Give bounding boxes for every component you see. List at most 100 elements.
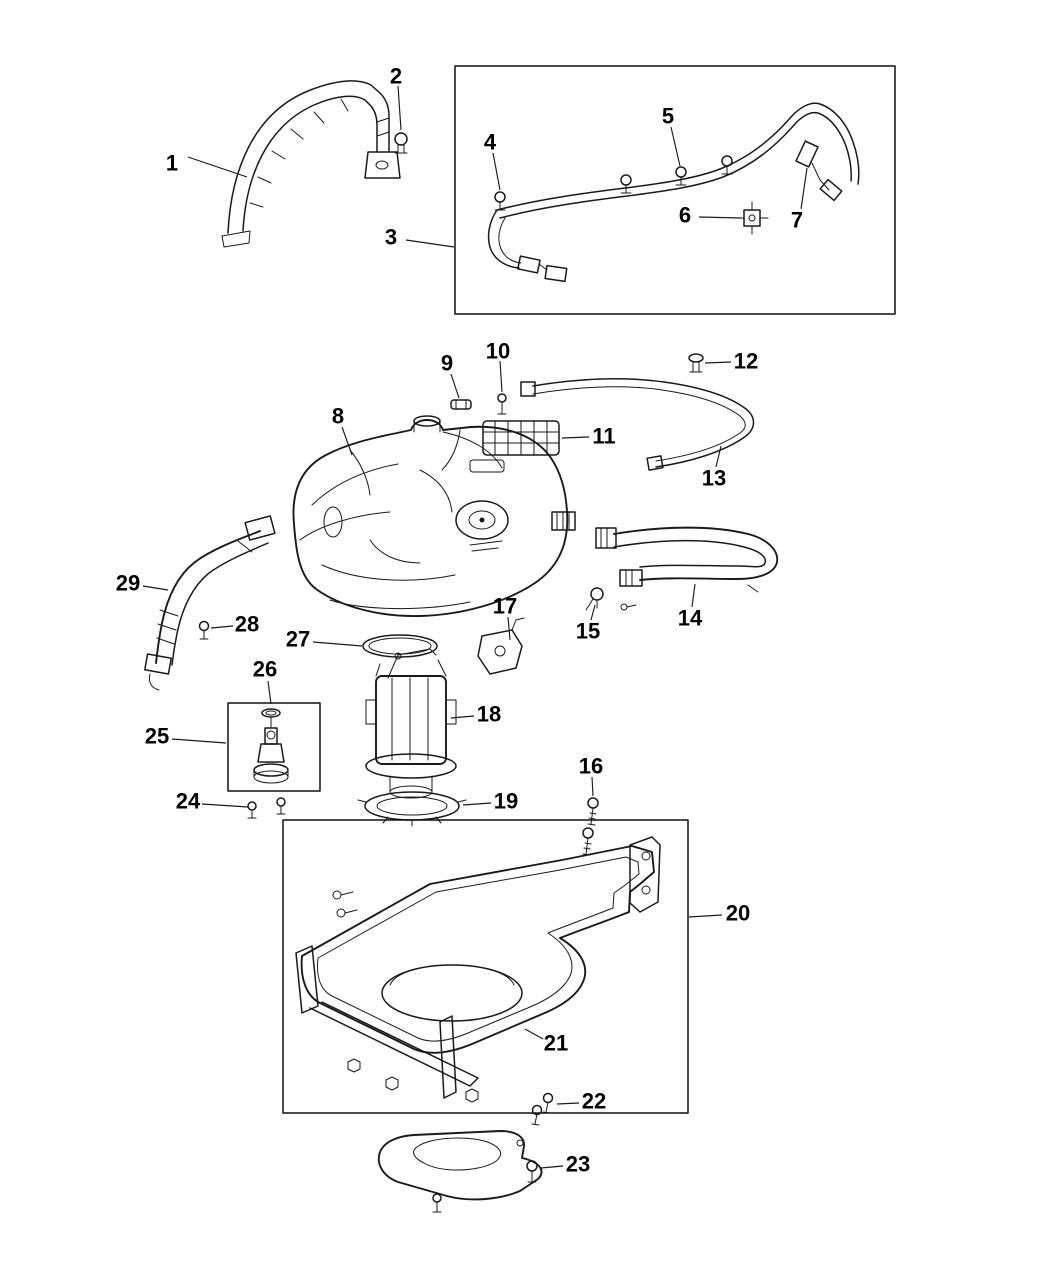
callout-number: 13 (702, 466, 726, 491)
callout-leader-line (704, 361, 732, 364)
shield-bolt-a (526, 1160, 538, 1183)
tank-outlet-fitting (551, 511, 576, 531)
callout-number: 12 (734, 349, 758, 374)
frame-bolts-drawing (582, 797, 599, 856)
filler-tube-drawing (144, 515, 276, 691)
callout-28: 28 (210, 612, 259, 637)
callout-number: 1 (166, 151, 178, 176)
callout-number: 2 (390, 64, 402, 89)
fuel-vent-lines-drawing (487, 102, 860, 283)
callout-number: 22 (582, 1089, 606, 1114)
heat-shield-drawing (377, 1130, 543, 1213)
callout-number: 26 (253, 657, 277, 682)
callout-18: 18 (450, 702, 501, 727)
callout-leader-line (492, 152, 501, 191)
callout-5: 5 (662, 104, 681, 167)
callout-16: 16 (579, 754, 603, 797)
callout-number: 11 (592, 424, 615, 449)
hose-end-b (619, 569, 643, 587)
line-clip-a (620, 174, 632, 194)
fuel-line-13-drawing (520, 378, 755, 471)
callout-number: 15 (576, 619, 600, 644)
filler-bolt-drawing (198, 620, 210, 640)
shield-bolts-drawing (531, 1092, 554, 1126)
callout-leader-line (187, 156, 248, 178)
callout-19: 19 (462, 789, 518, 814)
callout-number: 18 (477, 702, 501, 727)
callout-number: 16 (579, 754, 603, 779)
sending-unit-drawing (253, 708, 289, 784)
callout-leader-line (524, 1028, 544, 1040)
fuel-tank-drawing (292, 415, 576, 617)
callout-leader-line (561, 436, 590, 439)
callout-leader-line (698, 216, 742, 219)
callout-number: 4 (484, 130, 497, 155)
callout-number: 6 (679, 203, 691, 228)
hose-end-a (595, 527, 617, 549)
callout-13: 13 (702, 445, 726, 491)
callout-25: 25 (145, 724, 227, 749)
pump-detail-box (227, 702, 321, 792)
callout-21: 21 (524, 1028, 568, 1056)
callout-leader-line (405, 239, 455, 248)
callout-leader-line (312, 641, 363, 647)
callout-leader-line (670, 126, 681, 167)
shield-bolt-b (432, 1193, 442, 1213)
callout-22: 22 (556, 1089, 606, 1114)
callout-leader-line (591, 776, 594, 797)
callout-number: 20 (726, 901, 750, 926)
frame-screw-b (336, 908, 358, 918)
callout-number: 10 (486, 339, 510, 364)
callout-number: 21 (544, 1031, 568, 1056)
callout-leader-line (450, 715, 475, 719)
callout-number: 29 (116, 571, 140, 596)
line-clip-4 (494, 191, 506, 211)
callout-leader-line (210, 625, 234, 629)
callout-leader-line (800, 167, 808, 210)
callout-number: 7 (791, 208, 803, 233)
pump-screws-drawing (247, 797, 286, 819)
callout-8: 8 (332, 404, 353, 456)
callout-leader-line (450, 373, 460, 399)
callout-leader-line (556, 1102, 580, 1105)
sensor-15-drawing (585, 587, 637, 611)
callout-23: 23 (540, 1152, 590, 1177)
callout-number: 5 (662, 104, 674, 129)
pump-bracket-drawing (477, 617, 525, 675)
o-ring-drawing (261, 708, 281, 718)
callout-1: 1 (166, 151, 248, 178)
callout-10: 10 (486, 339, 510, 393)
frame-screw-a (332, 890, 354, 900)
callout-2: 2 (390, 64, 402, 131)
callout-number: 8 (332, 404, 344, 429)
callout-leader-line (499, 360, 503, 393)
callout-number: 19 (494, 789, 518, 814)
callout-15: 15 (576, 604, 600, 644)
callout-20: 20 (688, 901, 750, 926)
callout-leader-line (341, 426, 353, 456)
callout-leader-line (171, 738, 227, 744)
line-connector-drawing (795, 140, 843, 202)
callout-4: 4 (484, 130, 501, 191)
callout-3: 3 (385, 225, 455, 250)
callout-number: 9 (441, 351, 453, 376)
line-clip-5 (675, 166, 687, 186)
callout-26: 26 (253, 657, 277, 705)
callout-11: 11 (561, 424, 616, 449)
fuel-hose-14-drawing (595, 526, 779, 593)
fuel-lines-group-box (454, 65, 896, 315)
callout-7: 7 (791, 167, 808, 233)
tank-top-clip-drawing (450, 399, 472, 410)
callout-leader-line (688, 914, 723, 918)
callout-9: 9 (441, 351, 460, 399)
callout-leader-line (540, 1165, 564, 1169)
push-pin-clip-drawing (688, 353, 704, 373)
line-clip-c (721, 155, 733, 175)
callout-number: 25 (145, 724, 169, 749)
callout-6: 6 (679, 203, 742, 228)
callout-number: 17 (493, 594, 517, 619)
callout-leader-line (142, 585, 169, 591)
callout-number: 14 (678, 606, 703, 631)
